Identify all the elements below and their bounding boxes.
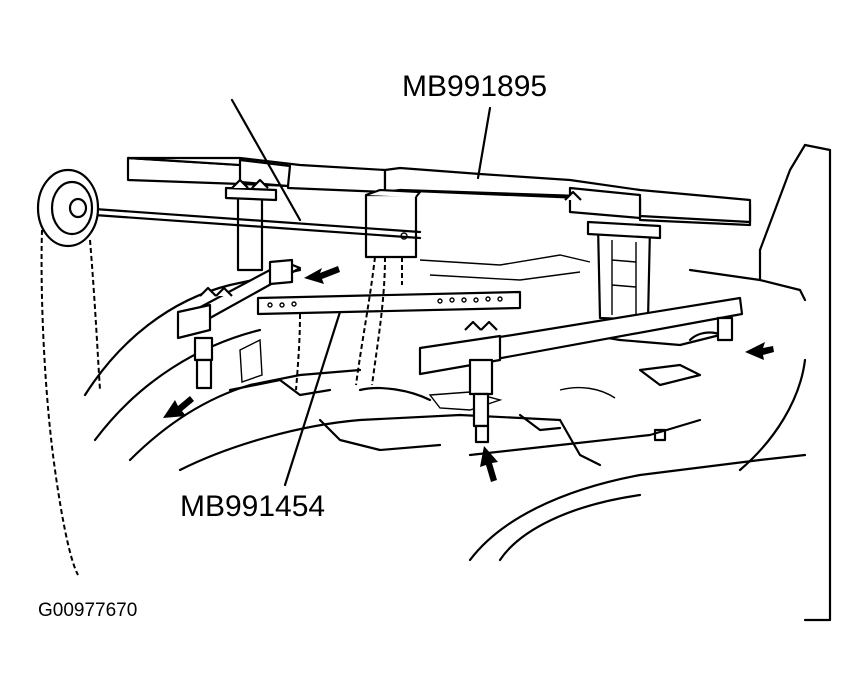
arrow-right [745, 342, 774, 360]
lifting-chains [40, 229, 403, 576]
pulley-wheel [36, 168, 100, 248]
arrow-center-lower [480, 446, 498, 482]
leader-line-mb991454 [283, 310, 342, 487]
pointer-arrows [163, 266, 774, 482]
leader-line-mb991895-left [230, 98, 302, 222]
arrow-upper-center [304, 266, 340, 284]
leader-lines [230, 98, 492, 487]
left-support-arm [176, 258, 302, 390]
part-label-mb991454: MB991454 [180, 490, 326, 523]
hanger-main-beam [126, 156, 752, 259]
figure-code: G00977670 [38, 600, 138, 621]
wing-nuts [199, 178, 582, 331]
arrow-left-lower [163, 396, 194, 418]
hanger-legs [224, 186, 662, 322]
leader-line-mb991895-right [476, 106, 492, 180]
right-support-arm [418, 296, 744, 444]
crank-rod [78, 206, 422, 240]
part-label-mb991895: MB991895 [402, 70, 548, 103]
adapter-bar [256, 290, 522, 316]
